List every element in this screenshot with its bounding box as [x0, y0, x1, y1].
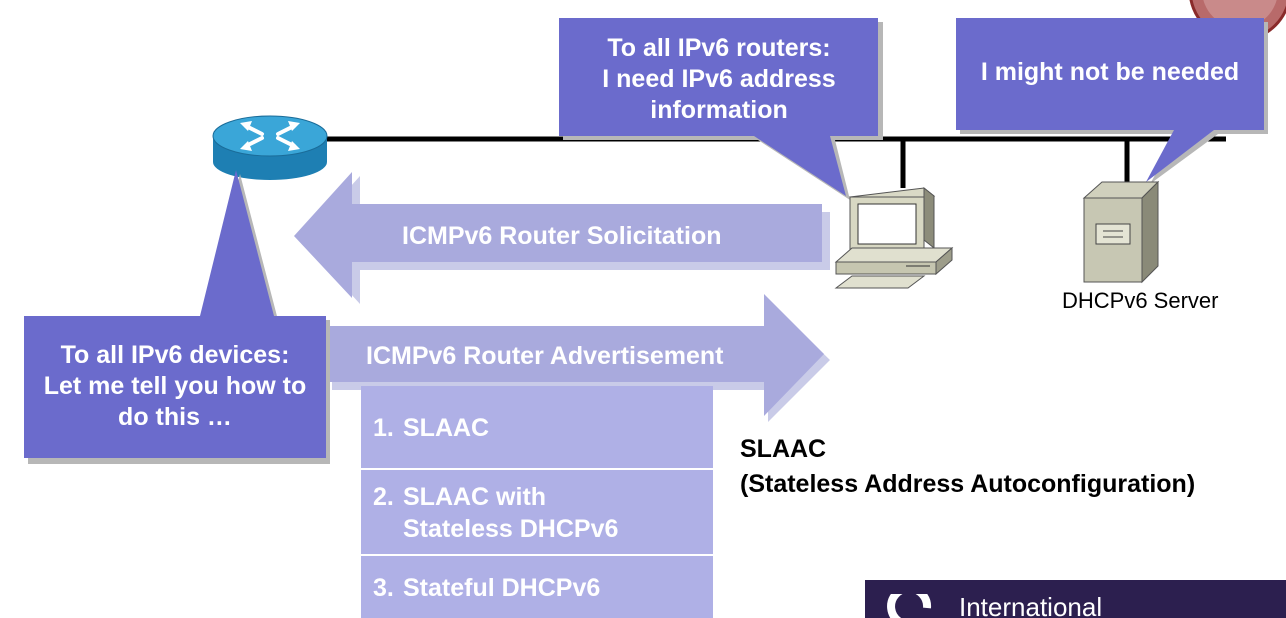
option-number: 1. — [373, 414, 394, 442]
router-callout-line-1: To all IPv6 devices: — [60, 341, 290, 369]
host-callout-text: To all IPv6 routers: I need IPv6 address… — [560, 33, 878, 126]
option-line: Stateless DHCPv6 — [403, 515, 619, 543]
dhcpv6-server-label: DHCPv6 Server — [1062, 288, 1219, 313]
option-slaac: 1. SLAAC — [361, 386, 713, 468]
host-callout-line-3: information — [650, 96, 788, 124]
router-solicitation-arrow — [294, 172, 830, 304]
slaac-expansion: (Stateless Address Autoconfiguration) — [740, 470, 1196, 498]
router-callout-bubble — [24, 170, 330, 464]
host-callout-bubble — [559, 18, 883, 200]
banner-text: International — [959, 592, 1103, 618]
slaac-title: SLAAC — [740, 435, 827, 463]
router-callout-line-3: do this … — [118, 403, 232, 431]
option-line: Stateful DHCPv6 — [403, 574, 601, 602]
option-number: 3. — [373, 574, 394, 602]
router-advertisement-arrow — [324, 294, 830, 422]
server-callout-line: I might not be needed — [980, 58, 1240, 86]
option-stateful-dhcpv6: 3. Stateful DHCPv6 — [361, 556, 713, 618]
bottom-banner: International — [865, 580, 1286, 618]
option-line: SLAAC with — [403, 483, 547, 511]
router-advertisement-label: ICMPv6 Router Advertisement — [366, 342, 724, 370]
router-solicitation-label: ICMPv6 Router Solicitation — [402, 222, 722, 250]
router-icon — [212, 115, 328, 180]
option-number: 2. — [373, 483, 394, 511]
option-slaac-stateless-dhcpv6: 2. SLAAC with Stateless DHCPv6 — [361, 470, 713, 554]
server-callout-text: I might not be needed — [956, 57, 1264, 88]
dhcpv6-server-icon — [1082, 180, 1160, 284]
host-callout-line-2: I need IPv6 address — [602, 65, 836, 93]
router-callout-line-2: Let me tell you how to — [43, 372, 307, 400]
banner-logo-icon — [887, 594, 932, 618]
router-callout-text: To all IPv6 devices: Let me tell you how… — [24, 340, 326, 433]
option-line: SLAAC — [403, 414, 490, 442]
server-callout-bubble — [956, 18, 1268, 184]
host-callout-line-1: To all IPv6 routers: — [607, 34, 831, 62]
host-computer-icon — [834, 186, 954, 289]
